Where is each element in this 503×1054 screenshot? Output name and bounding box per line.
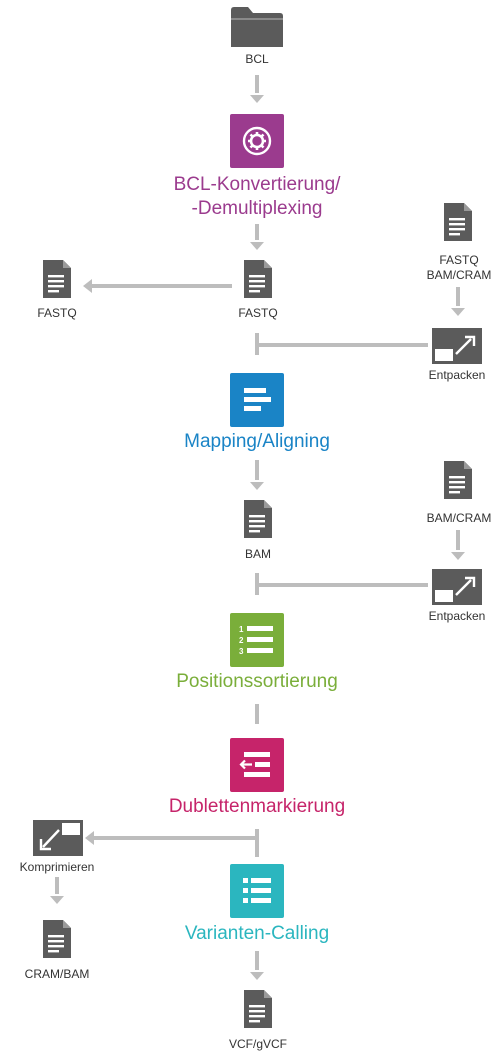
align-bars-icon (230, 373, 284, 432)
svg-text:3: 3 (239, 647, 244, 656)
arrow-head (250, 242, 264, 250)
arrow-head (50, 896, 64, 904)
cram-bam-file-icon (43, 920, 71, 963)
bam-cram-right-label: BAM/CRAM (426, 511, 492, 525)
bcl-convert-title: BCL-Konvertierung/ -Demultiplexing (174, 173, 341, 221)
dedup-title: Dublettenmarkierung (168, 796, 346, 817)
arrow-head (83, 279, 92, 293)
variant-calling-title: Varianten-Calling (184, 923, 330, 944)
bcl-label: BCL (245, 52, 269, 66)
bcl-convert-title-line2: -Demultiplexing (191, 198, 323, 219)
compress-icon (33, 820, 83, 861)
unpack-2-label: Entpacken (428, 609, 486, 623)
arrow-head (451, 308, 465, 316)
bam-cram-right-file-icon (444, 461, 472, 504)
arrow-head (250, 95, 264, 103)
bcl-convert-title-line1: BCL-Konvertierung/ (173, 174, 341, 195)
svg-text:1: 1 (239, 625, 244, 634)
vcf-label: VCF/gVCF (228, 1037, 288, 1051)
mapping-title: Mapping/Aligning (184, 431, 330, 452)
arrow-head (250, 482, 264, 490)
arrow-head (451, 552, 465, 560)
fastq-center-label: FASTQ (238, 306, 278, 320)
bam-file-icon (244, 500, 272, 543)
cram-bam-label: CRAM/BAM (24, 967, 90, 981)
arrow-head (250, 972, 264, 980)
dedup-arrow-icon (230, 738, 284, 797)
fastq-bam-cram-file-icon (444, 203, 472, 246)
sorting-title: Positionssortierung (176, 671, 338, 692)
bcl-folder-icon (231, 5, 283, 54)
svg-text:2: 2 (239, 636, 244, 645)
fastq-center-file-icon (244, 260, 272, 303)
unpack-1-label: Entpacken (428, 368, 486, 382)
arrow-head (85, 831, 94, 845)
fastq-left-file-icon (43, 260, 71, 303)
fastq-left-label: FASTQ (37, 306, 77, 320)
bam-label: BAM (244, 547, 272, 561)
numbered-list-icon: 1 2 3 (230, 613, 284, 672)
gear-cycle-icon (230, 114, 284, 173)
unpack-1-icon (432, 328, 482, 369)
fastq-bam-cram-line1: FASTQ (439, 253, 479, 267)
compress-label: Komprimieren (19, 860, 95, 874)
fastq-bam-cram-label: FASTQ BAM/CRAM (427, 253, 492, 283)
fastq-bam-cram-line2: BAM/CRAM (426, 268, 492, 282)
vcf-file-icon (244, 990, 272, 1033)
unpack-2-icon (432, 569, 482, 610)
bullet-list-icon (230, 864, 284, 923)
